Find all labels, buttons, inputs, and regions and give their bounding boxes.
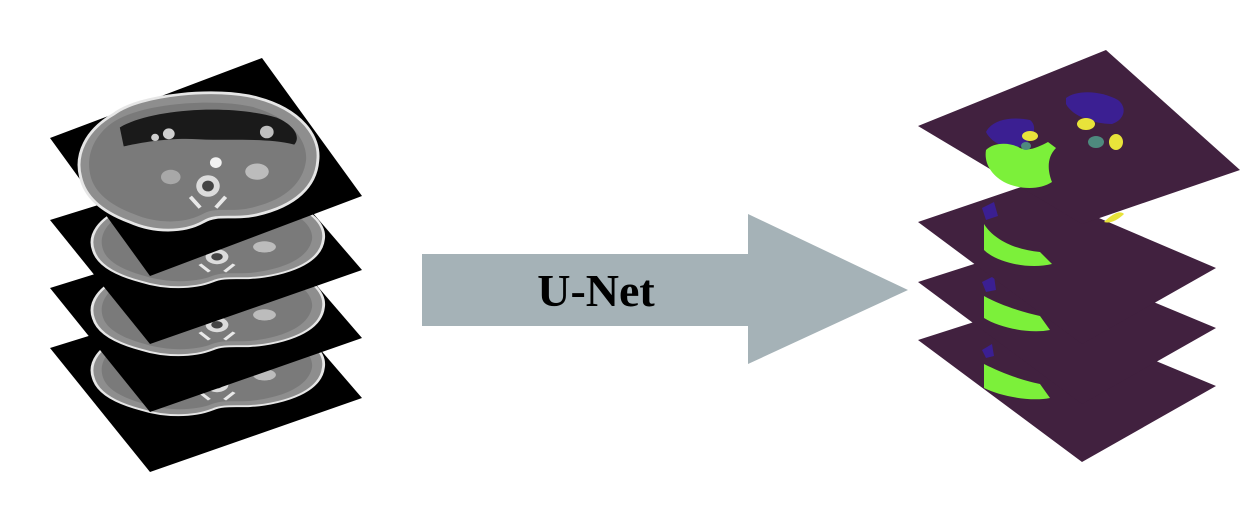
seg-slice-2 — [918, 186, 1216, 344]
unet-arrow: U-Net — [422, 214, 908, 364]
output-segmentation-stack — [918, 50, 1240, 462]
input-ct-stack — [50, 58, 362, 472]
seg-slice-1 — [918, 50, 1240, 224]
arrow-label: U-Net — [537, 265, 655, 316]
arrow-shape — [422, 214, 908, 364]
ct-slice-1 — [50, 58, 362, 276]
